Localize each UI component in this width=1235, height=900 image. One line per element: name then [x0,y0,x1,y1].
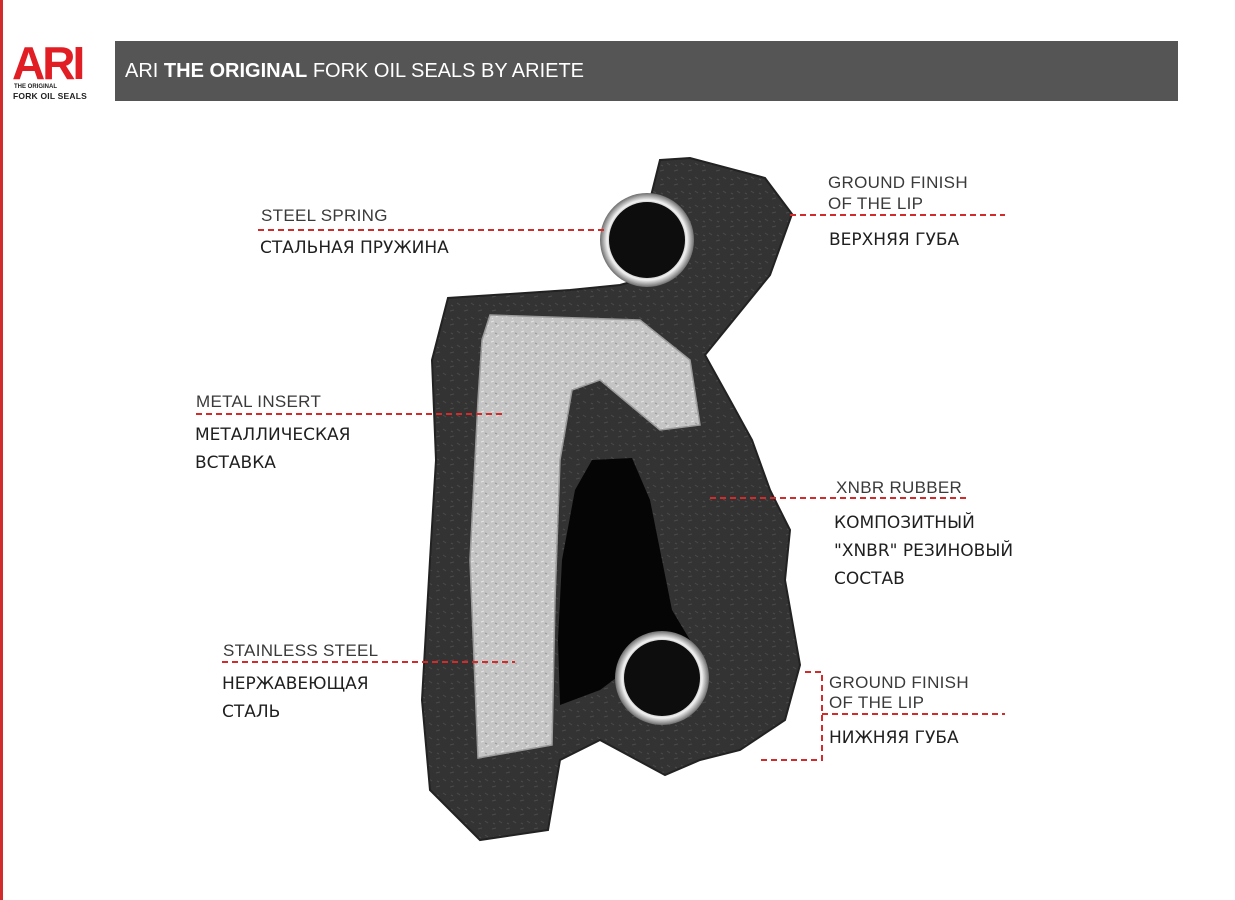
label-metal-insert-en: METAL INSERT [196,392,322,411]
metal-insert-shape [469,314,701,759]
bottom-spring-core [624,640,700,716]
top-spring-core [609,202,685,278]
label-stainless-steel-ru-2: СТАЛЬ [222,702,281,722]
header-prefix: ARI [125,60,159,82]
label-stainless-steel-en: STAINLESS STEEL [223,641,379,660]
label-upper-lip-en-2: OF THE LIP [828,194,924,213]
label-stainless-steel-ru-1: НЕРЖАВЕЮЩАЯ [222,674,369,694]
label-upper-lip-en-1: GROUND FINISH [828,173,968,192]
label-lower-lip-en-1: GROUND FINISH [829,673,969,692]
header-bold: THE ORIGINAL [163,60,308,82]
lower-lip-bracket [760,671,823,761]
label-xnbr-rubber-ru-1: КОМПОЗИТНЫЙ [834,513,975,533]
label-xnbr-rubber-ru-2: "XNBR" РЕЗИНОВЫЙ [834,541,1014,561]
label-lower-lip-en-2: OF THE LIP [829,693,925,712]
label-metal-insert-ru-1: МЕТАЛЛИЧЕСКАЯ [195,425,351,445]
label-xnbr-rubber-ru-3: СОСТАВ [834,569,905,589]
label-lower-lip-ru: НИЖНЯЯ ГУБА [829,728,959,748]
label-metal-insert-ru-2: ВСТАВКА [195,453,276,473]
logo-brand: ARI [12,37,85,89]
label-xnbr-rubber-en: XNBR RUBBER [836,478,963,497]
label-steel-spring-ru: СТАЛЬНАЯ ПРУЖИНА [260,238,449,258]
header-bar: ARI THE ORIGINAL FORK OIL SEALS BY ARIET… [115,41,1178,101]
header-suffix: FORK OIL SEALS BY ARIETE [312,60,585,82]
logo-tagline-small: THE ORIGINAL [14,84,57,90]
ari-logo: ARI THE ORIGINAL FORK OIL SEALS [12,40,104,104]
label-steel-spring-en: STEEL SPRING [261,206,388,225]
logo-tagline: FORK OIL SEALS [13,91,87,101]
label-upper-lip-ru: ВЕРХНЯЯ ГУБА [829,230,960,250]
left-border-accent [0,0,3,900]
